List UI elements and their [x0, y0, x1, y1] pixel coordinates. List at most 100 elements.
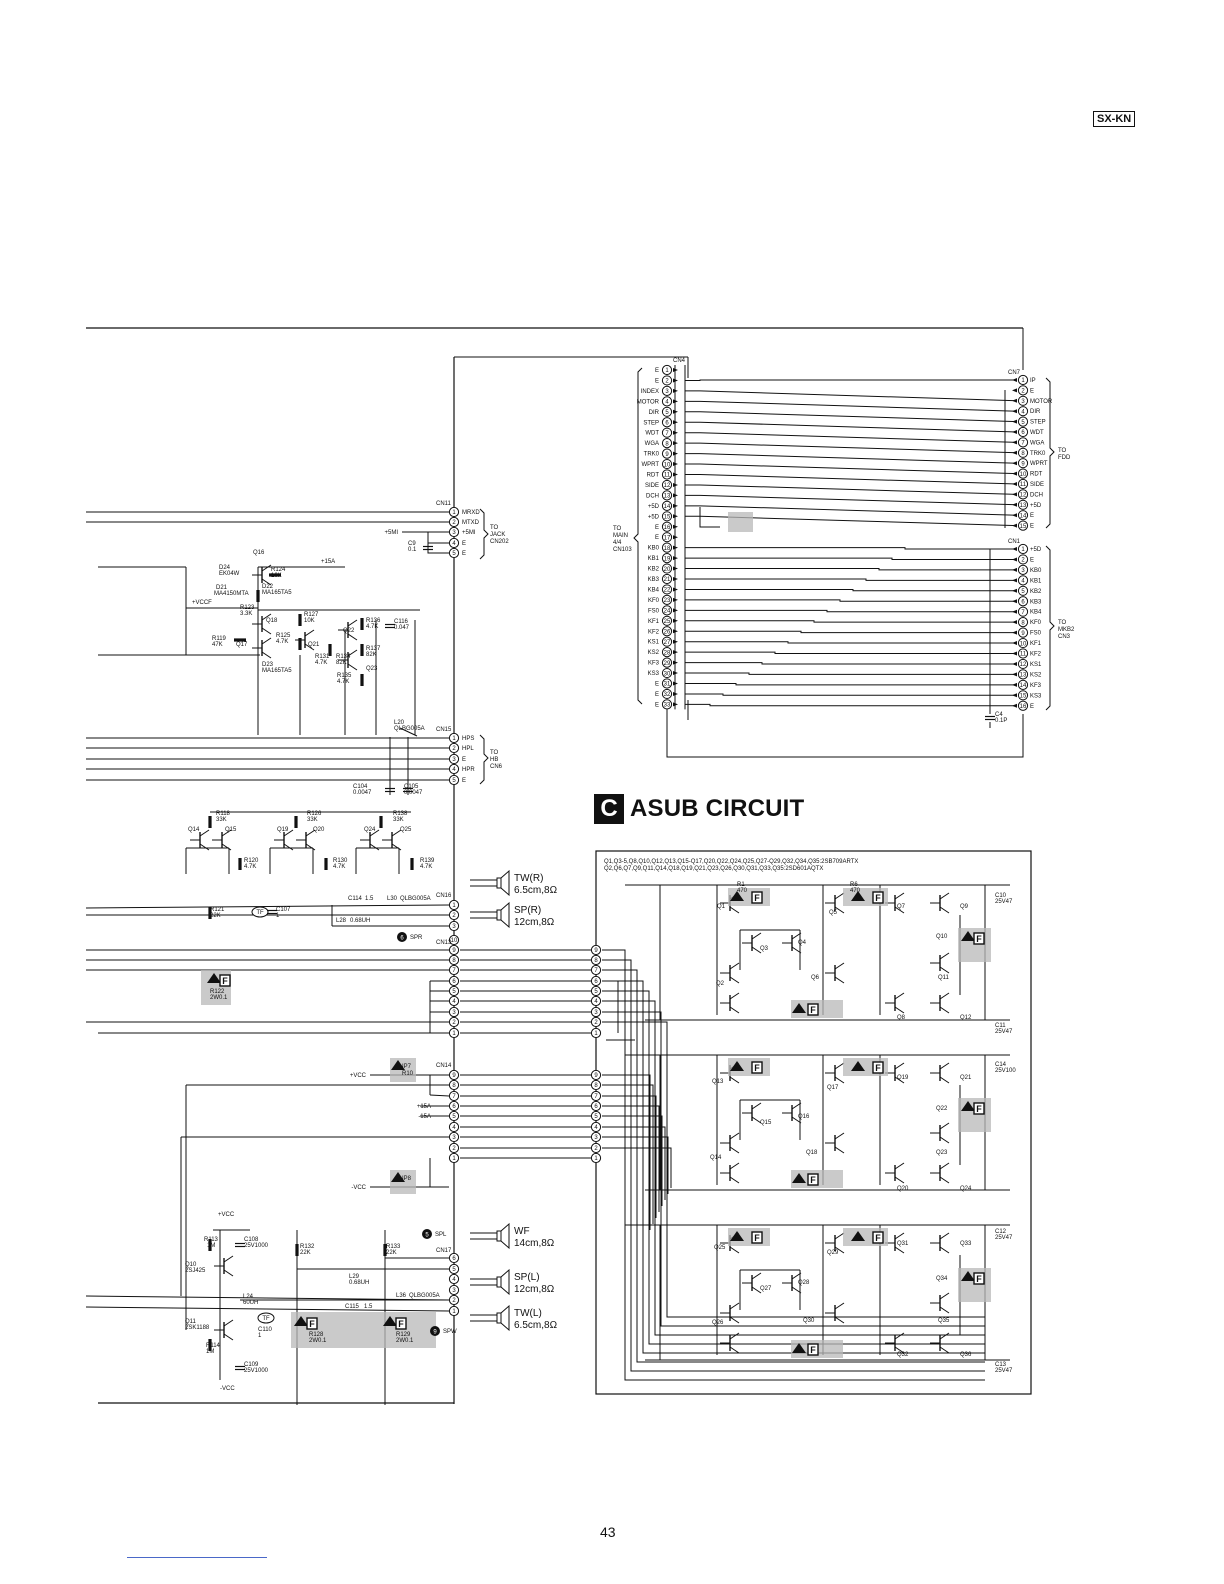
transistor-collector	[391, 829, 402, 837]
cn7-signal-label: E	[1030, 524, 1034, 530]
cn15-signal-label: E	[462, 757, 466, 763]
amp-label-q19: Q19	[277, 827, 289, 833]
r10-label: R10	[402, 1071, 414, 1077]
pin-number: 1	[452, 903, 456, 909]
amp-label-r135v: 4.7K	[337, 679, 349, 685]
transistor-collector	[729, 1132, 740, 1140]
cn1top-pin	[1017, 564, 1029, 576]
resistor-symbol	[360, 644, 364, 656]
pin-number: 18	[664, 546, 671, 552]
asub-internal-wire	[602, 1084, 654, 1224]
cn4-pin	[661, 553, 673, 564]
cn4-signal-label: WDT	[645, 431, 659, 437]
transistor-emitter	[834, 1316, 845, 1324]
cn11-destination-label: TO	[490, 525, 499, 531]
transistor-emitter	[939, 966, 950, 974]
cn1top-pin	[1017, 679, 1029, 690]
resistor-symbol	[383, 1244, 387, 1256]
amp-label-l24: L24	[243, 1294, 254, 1300]
cn4-pin	[661, 364, 673, 376]
asub-label-aq3: Q3	[760, 946, 769, 952]
cn7-pin	[1017, 447, 1029, 458]
transistor-collector	[261, 564, 272, 572]
transistor-collector	[729, 992, 740, 1000]
amp-label-r129v: 2W0.1	[396, 1338, 414, 1344]
pin-number: 24	[664, 609, 671, 615]
r122-fuse-icon	[219, 974, 231, 987]
signal-arrow-icon	[1012, 440, 1017, 445]
transistor-emitter	[223, 1333, 234, 1341]
transistor-collector	[729, 1302, 740, 1310]
cn15-signal-label: HPL	[462, 746, 474, 752]
pin-number: 3	[594, 1135, 598, 1141]
fuse-f-label: F	[222, 976, 228, 986]
cn4-signal-label: SIDE	[645, 483, 659, 489]
signal-arrow-icon	[673, 493, 678, 498]
cn4-pin	[661, 490, 673, 501]
amp-label-l29: L29	[349, 1274, 360, 1280]
marker-icon	[397, 932, 407, 942]
transistor-collector	[939, 992, 950, 1000]
cn15-pin	[448, 753, 460, 765]
cn4-signal-label: DIR	[649, 410, 660, 416]
transistor-symbol	[742, 1272, 762, 1294]
asub-internal-wire	[602, 1147, 672, 1188]
amp-label-r133v: 22K	[386, 1250, 397, 1256]
cn4-cn1-wire	[685, 557, 1018, 560]
amp-label-r124: R124	[271, 567, 286, 573]
amp-label-c104: C104	[353, 784, 368, 790]
pin-number: 2	[594, 1020, 598, 1026]
signal-arrow-icon	[1012, 502, 1017, 507]
transistor-emitter	[347, 633, 358, 641]
cn16-pin	[448, 899, 460, 911]
cn1top-signal-label: E	[1030, 704, 1034, 710]
pin-number: 19	[664, 556, 671, 562]
cn4-pin	[661, 427, 673, 438]
transistor-collector	[834, 892, 845, 900]
transistor-emitter	[283, 843, 294, 851]
cn1top-pin	[1017, 617, 1029, 628]
transistor-emitter	[939, 1176, 950, 1184]
speaker-name: SP(R)	[514, 905, 541, 916]
speaker-name: SP(L)	[514, 1272, 540, 1283]
cn4-destination-label: CN103	[613, 547, 632, 553]
asub-top-warning-box	[728, 512, 753, 532]
pin-number: 4	[452, 1125, 456, 1131]
amp-label-q21: Q21	[308, 642, 320, 648]
signal-arrow-icon	[1012, 693, 1017, 698]
cn1top-loop-wire	[666, 706, 1024, 758]
cn15-pin	[448, 763, 460, 775]
asub-label-aq34: Q34	[936, 1276, 948, 1282]
amp-label-r123v: 3.3K	[240, 611, 252, 617]
cn15-brace	[479, 734, 489, 785]
transistor-collector	[751, 932, 762, 940]
amp-label-q20: Q20	[313, 827, 325, 833]
cn4-cn1-wire	[685, 672, 1018, 675]
amp-label-q24: Q24	[364, 827, 376, 833]
fuse-f-label: F	[754, 1063, 760, 1073]
pin-number: 12	[1020, 493, 1027, 499]
speaker-name: TW(L)	[514, 1308, 542, 1319]
cn4-cn7-wire	[685, 484, 1018, 495]
pin-number: 12	[664, 483, 671, 489]
asub-label-aq9: Q9	[960, 904, 969, 910]
transistor-collector	[791, 932, 802, 940]
cn4-cn7-wire	[685, 463, 1018, 475]
asub-internal-wire	[602, 949, 985, 1381]
cn4-signal-label: KB2	[648, 567, 660, 573]
pin-number: 4	[1021, 579, 1025, 585]
q17-transistor	[252, 637, 272, 659]
r122-label: R122	[210, 989, 225, 995]
pin-number: 6	[665, 420, 669, 426]
asub-label-aq30: Q30	[803, 1318, 815, 1324]
cn4-pin	[661, 375, 673, 386]
amp-label-q14: Q14	[188, 827, 200, 833]
model-tag: SX-KN	[1093, 111, 1135, 127]
warning-triangle-icon	[961, 1101, 975, 1111]
pin-number: 6	[594, 979, 598, 985]
cn4-cn7-wire	[685, 400, 1018, 412]
pin-number: 28	[664, 650, 671, 656]
c107-label: C107	[276, 907, 291, 913]
pin-number: 5	[594, 989, 598, 995]
cn11-destination-label: CN202	[490, 539, 509, 545]
